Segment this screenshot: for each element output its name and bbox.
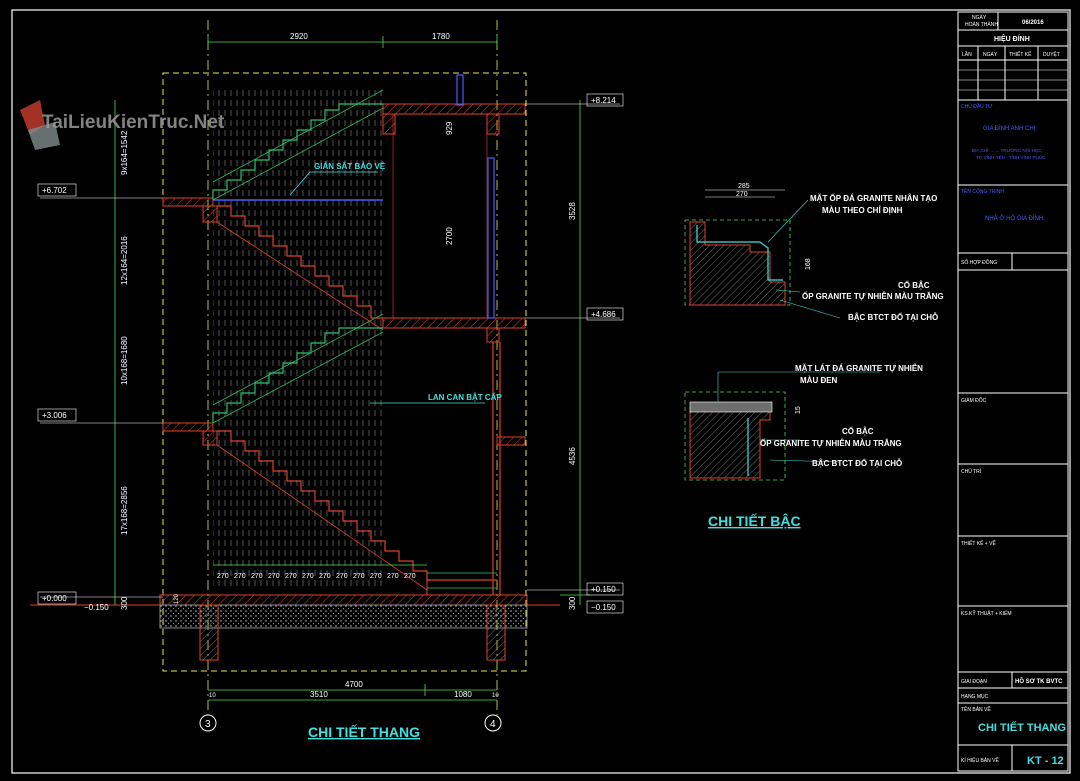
dim-left-3: 10x168=1680 — [120, 336, 129, 385]
watermark-logo: TaiLieuKienTruc.Net — [20, 100, 225, 150]
step-widths: 270 270 270 270 270 270 270 270 270 270 … — [217, 573, 416, 580]
step1-concrete: BẬC BTCT ĐỔ TẠI CHỖ — [848, 313, 938, 322]
tb-rev-col-4: DUYỆT — [1043, 50, 1060, 58]
main-title: CHI TIẾT THANG — [308, 724, 420, 740]
tb-owner-label: CHỦ ĐẦU TƯ — [961, 103, 993, 110]
level-neg-right: −0.150 — [591, 603, 616, 612]
level-neg-left: −0.150 — [84, 603, 109, 612]
axis-markers: 3 4 — [199, 714, 502, 732]
tb-date-label-1: NGÀY — [972, 14, 987, 21]
step2-riser-line2: ỐP GRANITE TỰ NHIÊN MÀU TRẮNG — [760, 438, 902, 448]
dim-bottom-small-2: 10 — [492, 693, 499, 699]
step2-face-line2: MÀU ĐEN — [800, 376, 838, 385]
dim-bottom-total: 4700 — [345, 680, 363, 689]
tb-drawing-no-label: KÍ HIỆU BẢN VẼ — [961, 756, 999, 764]
watermark-text: TaiLieuKienTruc.Net — [42, 112, 225, 133]
step-detail-2: 15 MẶT LÁT ĐÁ GRANITE TỰ NHIÊN MÀU ĐEN C… — [684, 364, 923, 481]
tb-project-label: TÊN CÔNG TRÌNH — [961, 187, 1004, 195]
tb-drawing-name-value: CHI TIẾT THANG — [978, 721, 1066, 734]
step-w-9: 270 — [353, 573, 365, 580]
dim-bottom-1: 3510 — [310, 690, 328, 699]
step-w-11: 270 — [387, 573, 399, 580]
step2-concrete: BẬC BTCT ĐỔ TẠI CHỖ — [812, 459, 902, 468]
dim-bottom-2: 1080 — [454, 690, 472, 699]
level-0000: +0.000 — [42, 594, 67, 603]
step1-dim-outer: 285 — [738, 183, 750, 190]
stair-section — [30, 20, 560, 715]
dim-top-1: 2920 — [290, 32, 308, 41]
tb-director-label: GIÁM ĐỐC — [961, 397, 987, 404]
tb-rev-col-3: THIẾT KẾ — [1009, 51, 1032, 58]
tb-revision-title: HIỆU ĐÍNH — [994, 34, 1030, 43]
step-detail-1: 285 270 168 MẶT ỐP ĐÁ GRANITE NHÂN TẠO M… — [684, 183, 944, 322]
step-w-12: 270 — [404, 573, 416, 580]
tb-phase-value: HỒ SƠ TK BVTC — [1015, 678, 1063, 685]
step1-riser-line2: ỐP GRANITE TỰ NHIÊN MÀU TRẮNG — [802, 291, 944, 301]
tb-drawing-no-value: KT - 12 — [1027, 755, 1064, 767]
step1-riser-line1: CỔ BẬC — [898, 281, 930, 290]
step-w-7: 270 — [319, 573, 331, 580]
axis-marker-3: 3 — [205, 719, 211, 730]
tb-project-value: NHÀ Ở HỘ GIA ĐÌNH — [985, 215, 1043, 222]
tb-date-value: 06/2016 — [1022, 20, 1044, 26]
step-detail-title: CHI TIẾT BẬC — [708, 512, 801, 529]
step-w-10: 270 — [370, 573, 382, 580]
tb-contract-label: SỐ HỢP ĐỒNG — [961, 259, 997, 266]
step-w-2: 270 — [234, 573, 246, 580]
step1-face-line2: MÀU THEO CHỈ ĐỊNH — [822, 206, 903, 215]
dim-right-1: 3528 — [568, 202, 577, 220]
dim-left-5: 300 — [120, 596, 129, 610]
dim-right-300: 300 — [568, 596, 577, 610]
title-block: NGÀY HOÀN THÀNH 06/2016 HIỆU ĐÍNH LẦN NG… — [957, 11, 1069, 772]
tb-drawing-name-label: TÊN BẢN VẼ — [961, 705, 991, 713]
step-w-3: 270 — [251, 573, 263, 580]
step-w-6: 270 — [302, 573, 314, 580]
step2-dim-height: 15 — [795, 406, 802, 414]
tb-rev-col-2: NGÀY — [983, 51, 998, 58]
step-w-4: 270 — [268, 573, 280, 580]
tb-address-1: ĐỊA CHỈ: ......, TRƯỜNG NỘI HỌC — [972, 147, 1042, 153]
tb-checker-label: KS.KỸ THUẬT + KIỂM — [961, 610, 1012, 617]
tb-phase-label: GIAI ĐOẠN — [961, 679, 987, 685]
sheet-frame — [11, 9, 1071, 774]
level-marks: +8.214 +6.702 +4.686 +3.006 +0.150 +0.00… — [37, 93, 624, 614]
dim-left-6: 120 — [174, 593, 180, 604]
railing-label: GIẢN SẮT BẢO VỆ — [314, 162, 386, 171]
stair-annotations: GIẢN SẮT BẢO VỆ LAN CAN BẬT CẤP — [289, 162, 502, 404]
step1-dim-inner: 270 — [736, 191, 748, 198]
level-3006: +3.006 — [42, 411, 67, 420]
tb-item-label: HẠNG MỤC — [961, 694, 989, 700]
level-4686: +4.686 — [591, 310, 616, 319]
tb-rev-col-1: LẦN — [962, 51, 972, 58]
step1-dim-height: 168 — [805, 258, 812, 270]
dim-right-2: 4536 — [568, 447, 577, 465]
dim-left-2: 12x164=2016 — [120, 236, 129, 285]
dimension-texts: 2920 1780 4700 3510 1080 10 10 3528 4536… — [120, 32, 577, 699]
tb-address-2: TP. VĨNH YÊN - TỈNH VĨNH PHÚC — [976, 153, 1046, 160]
tb-date-label-2: HOÀN THÀNH — [965, 21, 998, 28]
tb-owner-value: GIA ĐÌNH ANH CHỊ — [983, 125, 1036, 132]
dimensions — [114, 36, 590, 701]
step1-face-line1: MẶT ỐP ĐÁ GRANITE NHÂN TẠO — [810, 193, 937, 203]
step2-face-line1: MẶT LÁT ĐÁ GRANITE TỰ NHIÊN — [795, 364, 923, 373]
step-w-1: 270 — [217, 573, 229, 580]
dim-left-4: 17x168=2856 — [120, 486, 129, 535]
tb-designer-label: THIẾT KẾ + VẼ — [961, 540, 996, 547]
dim-inner-1: 929 — [445, 121, 454, 135]
step2-riser-line1: CỔ BẬC — [842, 427, 874, 436]
dim-top-2: 1780 — [432, 32, 450, 41]
dim-left-1: 9x164=1542 — [120, 130, 129, 175]
handrail-label: LAN CAN BẬT CẤP — [428, 392, 502, 402]
step-w-8: 270 — [336, 573, 348, 580]
dim-inner-2: 2700 — [445, 227, 454, 245]
level-6702: +6.702 — [42, 186, 67, 195]
level-0150: +0.150 — [591, 585, 616, 594]
tb-chair-label: CHỦ TRÌ — [961, 468, 982, 475]
level-8214: +8.214 — [591, 96, 616, 105]
axis-marker-4: 4 — [490, 719, 496, 730]
dim-bottom-small-1: 10 — [209, 693, 216, 699]
step-w-5: 270 — [285, 573, 297, 580]
